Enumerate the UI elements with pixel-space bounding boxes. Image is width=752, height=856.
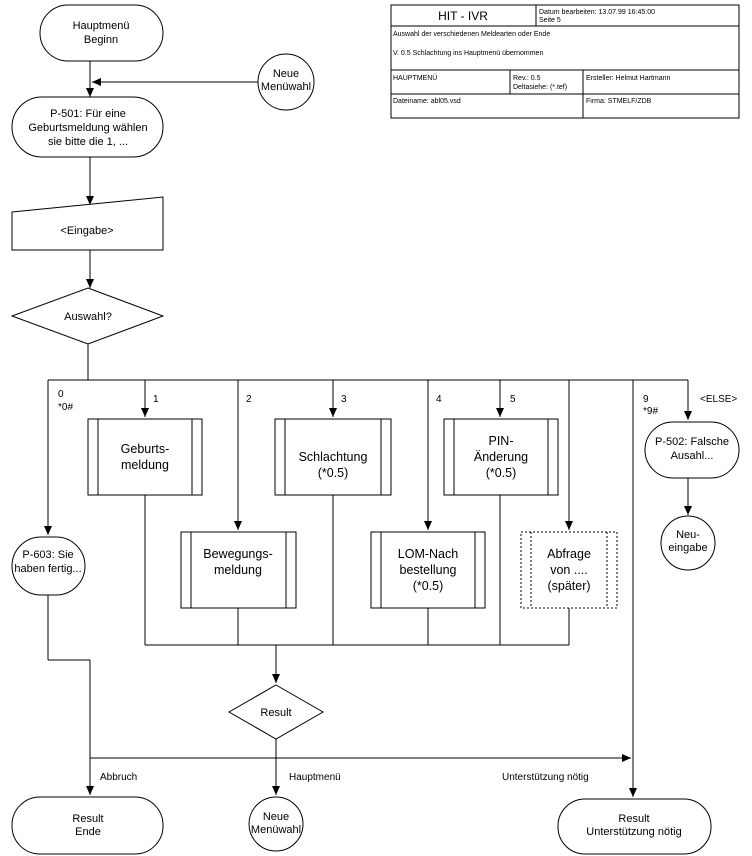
neueingabe-label-2: eingabe bbox=[668, 542, 707, 554]
neue-menuewahl-bottom-label-1: Neue bbox=[263, 811, 289, 823]
schlachtung-label-2: (*0.5) bbox=[318, 466, 349, 480]
schlachtung-process: Schlachtung (*0.5) bbox=[274, 418, 392, 496]
header-rev: Rev.: 0.5 bbox=[513, 75, 541, 82]
header-description-2: V. 0.5 Schlachtung ins Hauptmenü übernom… bbox=[393, 50, 543, 57]
branch-label-5: 5 bbox=[510, 394, 516, 405]
branch-label-else: <ELSE> bbox=[700, 394, 737, 405]
auswahl-label: Auswahl? bbox=[64, 311, 112, 323]
header-deltasiehe: Deltasiehe: (*.tef) bbox=[513, 84, 567, 91]
header-ersteller: Ersteller: Helmut Hartmann bbox=[586, 75, 671, 82]
branch-label-1: 1 bbox=[153, 394, 159, 405]
edge-label-abbruch: Abbruch bbox=[100, 772, 137, 783]
abfrage-label-2: von .... bbox=[550, 563, 588, 577]
neue-menuewahl-top-label-2: Menüwahl bbox=[261, 81, 311, 93]
branch-label-0-code: *0# bbox=[58, 402, 73, 413]
pin-aenderung-process: PIN- Änderung (*0.5) bbox=[443, 418, 559, 496]
start-label-1: Hauptmenü bbox=[73, 20, 130, 32]
neue-menuewahl-top-label-1: Neue bbox=[273, 68, 299, 80]
p501-label-1: P-501: Für eine bbox=[50, 108, 126, 120]
pin-aenderung-label-2: Änderung bbox=[474, 450, 528, 464]
branch-label-4: 4 bbox=[436, 394, 442, 405]
branch-label-9: 9 bbox=[643, 394, 649, 405]
header-seite: Seite 5 bbox=[539, 17, 561, 24]
result-ende-label-1: Result bbox=[72, 813, 103, 825]
header-dateiname: Dateiname: abl05.vsd bbox=[393, 98, 461, 105]
neueingabe-connector: Neu- eingabe bbox=[660, 515, 716, 571]
header-datum: Datum bearbeiten: 13.07.99 16:45:00 bbox=[539, 9, 655, 16]
schlachtung-label-1: Schlachtung bbox=[299, 450, 368, 464]
abfrage-process: Abfrage von .... (später) bbox=[520, 531, 618, 609]
pin-aenderung-label-1: PIN- bbox=[489, 434, 514, 448]
branch-label-0: 0 bbox=[58, 389, 64, 400]
abfrage-label-3: (später) bbox=[547, 579, 590, 593]
edge-label-hauptmenu: Hauptmenü bbox=[289, 772, 341, 783]
header-title: HIT - IVR bbox=[438, 9, 488, 23]
header-table bbox=[390, 4, 740, 119]
result-ende-terminal: Result Ende bbox=[11, 796, 164, 855]
geburtsmeldung-label-2: meldung bbox=[121, 458, 169, 472]
geburtsmeldung-label-1: Geburts- bbox=[121, 442, 170, 456]
result-decision-label: Result bbox=[260, 707, 291, 719]
pin-aenderung-label-3: (*0.5) bbox=[486, 466, 517, 480]
p501-label-3: sie bitte die 1, ... bbox=[48, 136, 128, 148]
geburtsmeldung-process: Geburts- meldung bbox=[87, 418, 203, 496]
start-terminal: Hauptmenü Beginn bbox=[39, 4, 164, 62]
p603-label-2: haben fertig... bbox=[14, 563, 81, 575]
neue-menuewahl-bottom-connector: Neue Menüwahl bbox=[248, 796, 304, 852]
result-decision: Result bbox=[227, 684, 325, 740]
branch-label-9-code: *9# bbox=[643, 406, 658, 417]
p502-label-2: Ausahl... bbox=[671, 450, 714, 462]
lom-nachbestellung-process: LOM-Nach bestellung (*0.5) bbox=[370, 531, 486, 609]
abfrage-label-1: Abfrage bbox=[547, 547, 591, 561]
bewegungsmeldung-process: Bewegungs- meldung bbox=[180, 531, 297, 609]
bewegungsmeldung-label-2: meldung bbox=[214, 563, 262, 577]
branch-label-3: 3 bbox=[341, 394, 347, 405]
neue-menuewahl-top-connector: Neue Menüwahl bbox=[257, 53, 315, 111]
lom-nachbestellung-label-1: LOM-Nach bbox=[398, 547, 458, 561]
connectors bbox=[44, 61, 692, 797]
p501-label-2: Geburtsmeldung wählen bbox=[28, 122, 147, 134]
header-description-1: Auswahl der verschiedenen Meldearten ode… bbox=[393, 31, 550, 38]
lom-nachbestellung-label-2: bestellung bbox=[400, 563, 457, 577]
neueingabe-label-1: Neu- bbox=[676, 529, 700, 541]
p502-label-1: P-502: Falsche bbox=[655, 436, 729, 448]
p501-prompt: P-501: Für eine Geburtsmeldung wählen si… bbox=[11, 96, 164, 158]
start-label-2: Beginn bbox=[84, 34, 118, 46]
branch-label-2: 2 bbox=[246, 394, 252, 405]
header-menu: HAUPTMENÜ bbox=[393, 74, 437, 82]
auswahl-decision: Auswahl? bbox=[10, 287, 165, 345]
bewegungsmeldung-label-1: Bewegungs- bbox=[203, 547, 273, 561]
neue-menuewahl-bottom-label-2: Menüwahl bbox=[251, 824, 301, 836]
result-support-terminal: Result Unterstützung nötig bbox=[557, 798, 712, 855]
header-firma: Firma: STMELF/ZDB bbox=[586, 98, 652, 105]
result-ende-label-2: Ende bbox=[75, 826, 101, 838]
p603-prompt: P-603: Sie haben fertig... bbox=[11, 536, 86, 596]
result-support-label-2: Unterstützung nötig bbox=[586, 826, 681, 838]
eingabe-label: <Eingabe> bbox=[60, 225, 113, 237]
lom-nachbestellung-label-3: (*0.5) bbox=[413, 579, 444, 593]
edge-label-support: Unterstützung nötig bbox=[502, 772, 589, 783]
p502-prompt: P-502: Falsche Ausahl... bbox=[644, 421, 740, 479]
p603-label-1: P-603: Sie bbox=[22, 549, 73, 561]
eingabe-input: <Eingabe> bbox=[11, 196, 164, 251]
result-support-label-1: Result bbox=[618, 813, 649, 825]
